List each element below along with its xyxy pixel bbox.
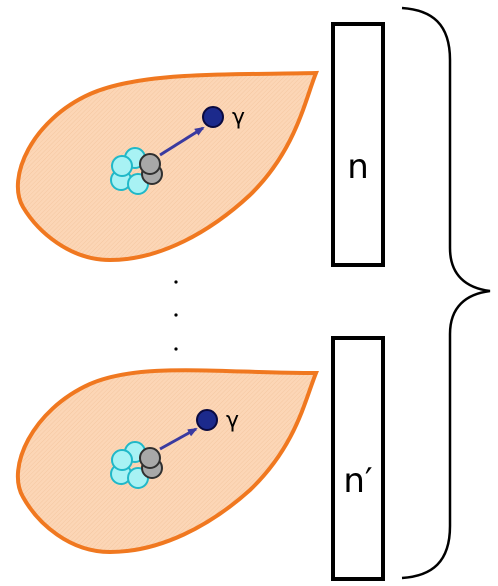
panel-top: γ n [15,22,385,267]
vertical-ellipsis [174,280,178,351]
gamma-dot-icon [202,106,224,128]
cluster-icon [110,441,163,489]
emission-arrow-icon [159,427,198,451]
box-n [331,22,385,267]
curly-brace-icon [401,6,491,580]
cluster-icon [110,147,163,195]
emission-arrow-icon [159,126,205,157]
gamma-label: γ [232,105,245,130]
gamma-dot-icon [196,409,218,431]
box-n-prime-label: n′ [343,461,372,501]
gamma-label: γ [226,408,239,433]
nucleus-blob [15,70,319,263]
box-n-label: n [347,147,369,187]
box-n-prime [331,336,385,581]
panel-bottom: γ n′ [15,336,385,581]
nucleus-blob [15,368,319,555]
